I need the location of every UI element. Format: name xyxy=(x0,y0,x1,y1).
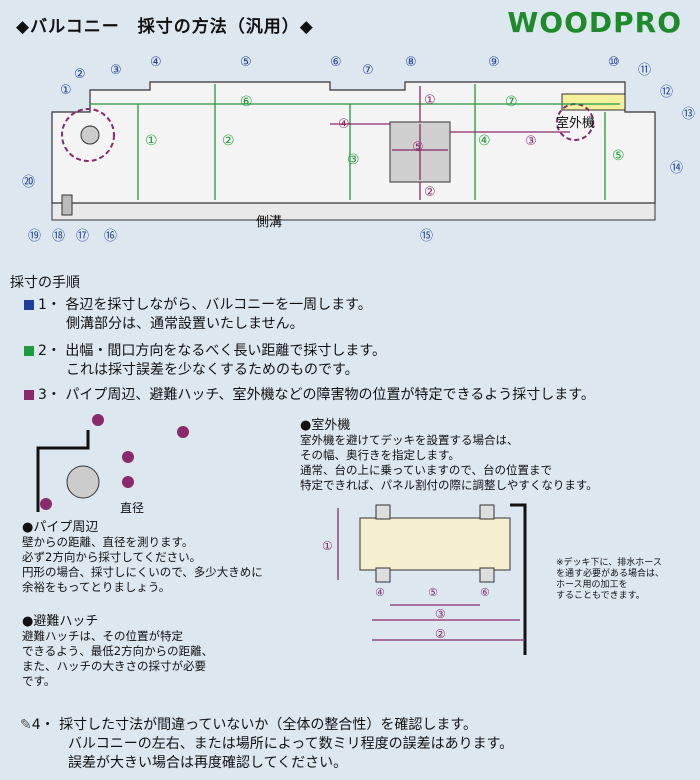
svg-text:⑦: ⑦ xyxy=(505,94,518,110)
svg-text:⑯: ⑯ xyxy=(104,229,117,244)
svg-text:②: ② xyxy=(74,67,86,82)
svg-text:⑥: ⑥ xyxy=(480,586,490,599)
svg-text:①: ① xyxy=(424,93,436,108)
svg-text:⑱: ⑱ xyxy=(52,229,65,244)
svg-text:④: ④ xyxy=(150,55,162,70)
svg-text:①: ① xyxy=(60,83,72,98)
procedure-heading: 採寸の手順 xyxy=(10,275,80,291)
svg-text:③: ③ xyxy=(525,134,537,149)
pipe-dashed-circle xyxy=(61,108,115,162)
gutter-label: 側溝 xyxy=(256,215,282,230)
step-2: 2・ 出幅・間口方向をなるべく長い距離で採寸します。 これは採寸誤差を少なくする… xyxy=(24,342,386,380)
balcony-slab xyxy=(51,81,656,204)
svg-text:①: ① xyxy=(322,539,333,553)
green-square-icon xyxy=(24,346,34,356)
step-4: ✎4・ 採寸した寸法が間違っていないか（全体の整合性）を確認します。 バルコニー… xyxy=(20,717,514,771)
diameter-label: 直径 xyxy=(120,501,144,515)
svg-text:⑭: ⑭ xyxy=(670,161,683,176)
svg-text:①: ① xyxy=(145,133,158,149)
svg-text:⑦: ⑦ xyxy=(362,63,374,78)
blue-square-icon xyxy=(24,300,34,310)
svg-text:⑤: ⑤ xyxy=(412,140,424,155)
pencil-icon: ✎ xyxy=(20,717,32,733)
step-3: 3・ パイプ周辺、避難ハッチ、室外機などの障害物の位置が特定できるよう採寸します… xyxy=(24,386,595,405)
svg-text:⑳: ⑳ xyxy=(22,175,35,190)
svg-text:③: ③ xyxy=(347,152,360,168)
svg-text:⑲: ⑲ xyxy=(28,229,41,244)
purple-square-icon xyxy=(24,390,34,400)
svg-text:⑬: ⑬ xyxy=(682,107,695,122)
pipe-circle xyxy=(80,125,100,145)
gutter-strip xyxy=(51,202,656,221)
pipe-detail-diagram: 直径 xyxy=(36,414,189,515)
woodpro-logo: WOODPRO xyxy=(507,6,682,39)
outdoor-unit-box xyxy=(561,93,626,111)
svg-text:④: ④ xyxy=(375,586,385,599)
outdoor-unit-section: ●室外機 室外機を避けてデッキを設置する場合は、その幅、奥行きを指定します。 通… xyxy=(300,418,598,492)
svg-text:②: ② xyxy=(424,185,436,200)
svg-text:⑮: ⑮ xyxy=(420,229,433,244)
outdoor-unit-label: 室外機 xyxy=(556,115,595,131)
deck-note: ※デッキ下に、排水ホースを通す必要がある場合は、 ホース用の加工をすることもでき… xyxy=(556,558,665,601)
svg-text:②: ② xyxy=(435,627,446,641)
svg-text:④: ④ xyxy=(478,133,491,149)
svg-text:⑰: ⑰ xyxy=(76,229,89,244)
svg-text:②: ② xyxy=(222,133,235,149)
pipe-section: ●パイプ周辺 壁からの距離、直径を測ります。必ず2方向から採寸してください。 円… xyxy=(22,520,263,594)
svg-text:⑤: ⑤ xyxy=(612,148,625,164)
svg-text:⑥: ⑥ xyxy=(330,55,342,70)
step-1: 1・ 各辺を採寸しながら、バルコニーを一周します。 側溝部分は、通常設置いたしま… xyxy=(24,296,372,334)
hatch-section: ●避難ハッチ 避難ハッチは、その位置が特定できるよう、最低2方向からの距離、 ま… xyxy=(22,614,214,688)
svg-text:⑨: ⑨ xyxy=(488,55,500,70)
svg-text:⑤: ⑤ xyxy=(428,586,438,599)
svg-text:⑪: ⑪ xyxy=(638,63,651,78)
outdoor-unit-detail: ① ④ ⑤ ⑥ ③ ② xyxy=(322,503,527,655)
svg-text:⑧: ⑧ xyxy=(405,55,417,70)
svg-text:④: ④ xyxy=(338,117,350,132)
svg-text:③: ③ xyxy=(110,63,122,78)
page-title: ◆バルコニー 採寸の方法（汎用）◆ xyxy=(16,17,314,37)
svg-text:⑩: ⑩ xyxy=(608,55,620,70)
svg-text:③: ③ xyxy=(435,607,446,621)
svg-text:⑫: ⑫ xyxy=(660,85,673,100)
svg-text:⑥: ⑥ xyxy=(240,94,253,110)
svg-text:⑤: ⑤ xyxy=(240,55,252,70)
